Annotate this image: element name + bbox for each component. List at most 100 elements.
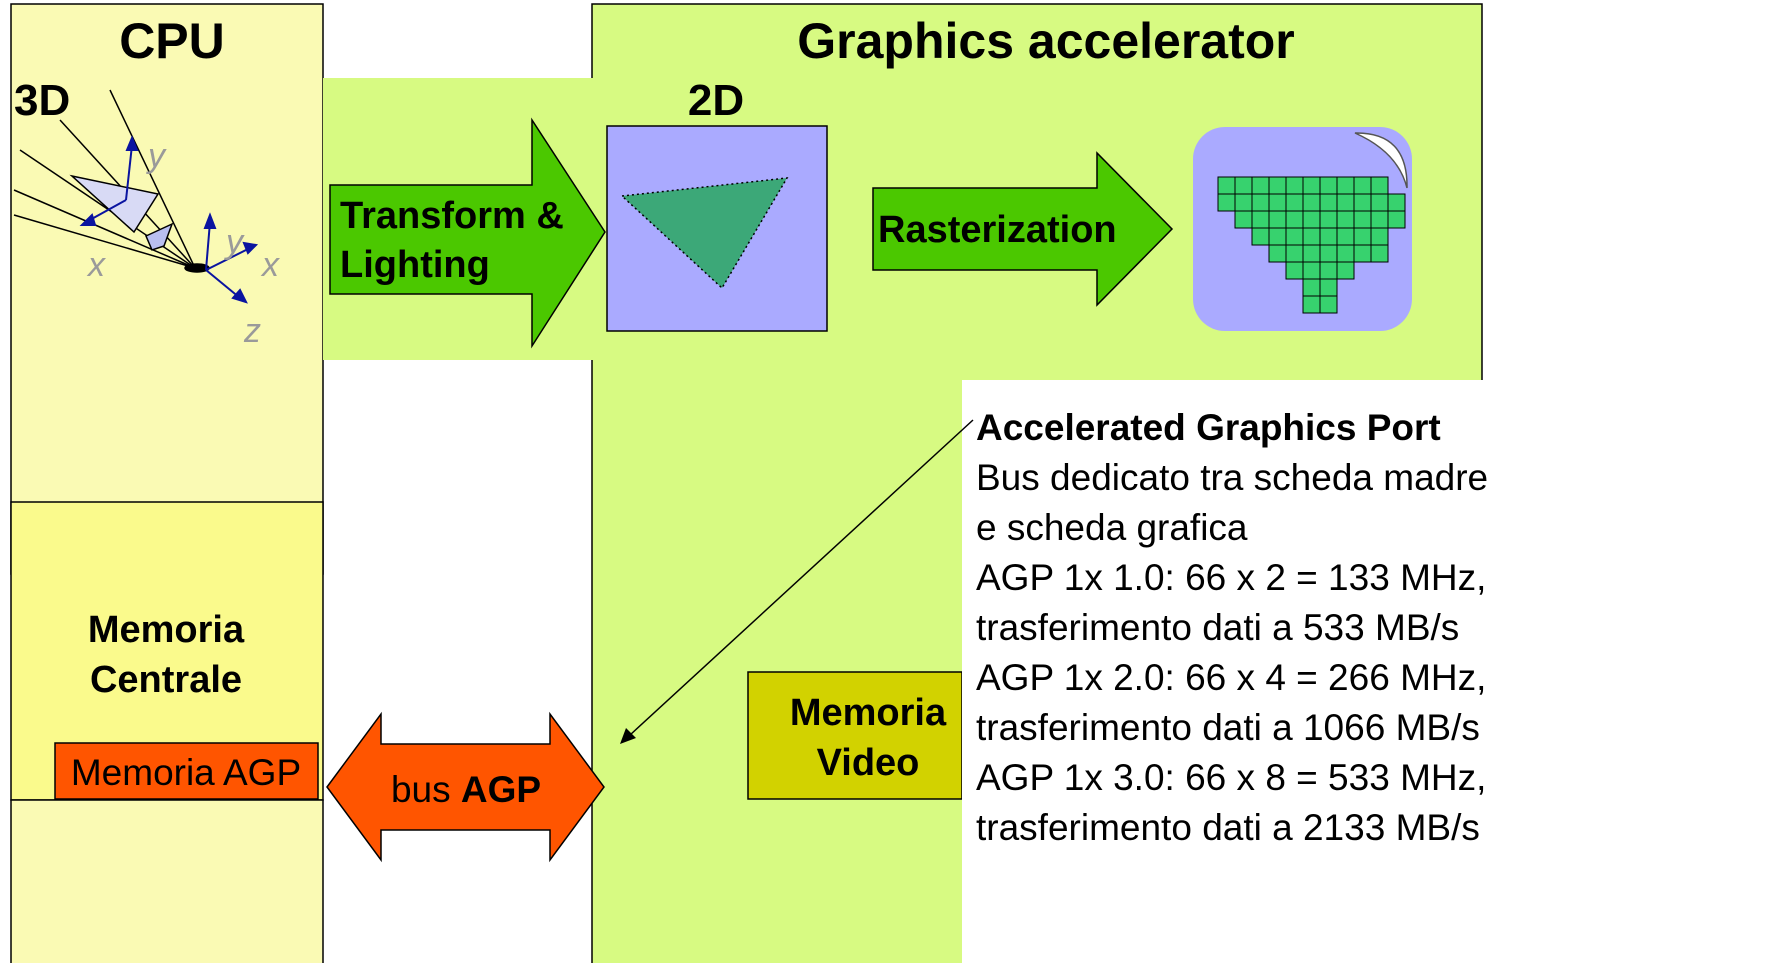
note-line: AGP 1x 2.0: 66 x 4 = 266 MHz, xyxy=(976,657,1486,698)
axis-x-label: x xyxy=(86,246,106,284)
pixel-cell xyxy=(1251,227,1270,246)
pixel-cell xyxy=(1302,295,1321,314)
pixel-cell xyxy=(1319,278,1338,297)
pixel-cell xyxy=(1285,176,1304,195)
axis-arrowhead xyxy=(242,241,259,255)
pixel-cell xyxy=(1268,193,1287,212)
pixel-cell xyxy=(1370,227,1389,246)
axes-world xyxy=(79,135,259,304)
axis-x-label: x xyxy=(260,246,280,284)
pixel-cell xyxy=(1302,278,1321,297)
3d-triangle-near xyxy=(145,222,174,251)
agp-bus-prefix: bus xyxy=(391,769,461,810)
pixel-cell xyxy=(1319,295,1338,314)
rasterization-label: Rasterization xyxy=(878,209,1117,251)
cpu-panel xyxy=(10,3,324,575)
note-box xyxy=(962,392,1773,963)
pixel-cell xyxy=(1302,210,1321,229)
central-memory-label: Centrale xyxy=(90,659,242,701)
axis-y-label: y xyxy=(146,137,167,175)
pixel-cell xyxy=(1319,176,1338,195)
cpu-title: CPU xyxy=(119,13,225,69)
pixel-cell xyxy=(1302,227,1321,246)
video-memory-box xyxy=(747,671,963,800)
pixel-cell xyxy=(1319,261,1338,280)
pixel-cell xyxy=(1285,193,1304,212)
screen-glare xyxy=(1354,132,1408,189)
pixel-cell xyxy=(1353,176,1372,195)
pixel-cell xyxy=(1251,210,1270,229)
video-memory-label: Memoria xyxy=(790,692,947,734)
pixel-cell xyxy=(1234,210,1253,229)
note-title: Accelerated Graphics Port xyxy=(976,407,1441,448)
agp-bus-name: AGP xyxy=(461,769,541,810)
rasterized-pixel-grid xyxy=(1217,176,1406,314)
accelerator-stage-label: 2D xyxy=(688,76,744,125)
pixel-cell xyxy=(1251,193,1270,212)
pixel-cell xyxy=(1336,176,1355,195)
note-line: AGP 1x 1.0: 66 x 2 = 133 MHz, xyxy=(976,557,1486,598)
pixel-cell xyxy=(1353,244,1372,263)
pixel-cell xyxy=(1370,210,1389,229)
agp-bus-arrow xyxy=(326,711,605,863)
pixel-cell xyxy=(1268,244,1287,263)
pixel-cell xyxy=(1302,244,1321,263)
axis-arrowhead xyxy=(125,135,139,151)
note-line: trasferimento dati a 2133 MB/s xyxy=(976,807,1480,848)
agp-memory-box xyxy=(54,742,319,800)
video-memory-label: Video xyxy=(817,742,920,784)
frustum-line xyxy=(109,89,196,269)
pixel-cell xyxy=(1285,210,1304,229)
pixel-cell xyxy=(1234,176,1253,195)
axis-y-label: y xyxy=(224,223,245,261)
axis-arrowhead xyxy=(203,212,217,229)
lighting-label: Lighting xyxy=(340,244,490,286)
axis-arrowhead xyxy=(79,213,97,226)
pixel-cell xyxy=(1302,261,1321,280)
pixel-cell xyxy=(1353,193,1372,212)
note-line: e scheda grafica xyxy=(976,507,1248,548)
pixel-cell xyxy=(1217,193,1236,212)
pixel-cell xyxy=(1336,261,1355,280)
axis-z-label: z xyxy=(243,312,261,350)
pixel-cell xyxy=(1353,210,1372,229)
pixel-cell xyxy=(1234,193,1253,212)
callout-arrowhead xyxy=(620,728,636,744)
pixel-cell xyxy=(1336,244,1355,263)
pixel-cell xyxy=(1387,210,1406,229)
pixel-cell xyxy=(1302,176,1321,195)
pixel-cell xyxy=(1268,176,1287,195)
pixel-cell xyxy=(1319,227,1338,246)
projected-triangle xyxy=(620,177,789,290)
pixel-cell xyxy=(1336,227,1355,246)
frustum-line xyxy=(13,189,196,269)
pixel-cell xyxy=(1268,210,1287,229)
pixel-cell xyxy=(1217,176,1236,195)
pixel-cell xyxy=(1336,210,1355,229)
pixel-cell xyxy=(1285,244,1304,263)
pixel-cell xyxy=(1251,176,1270,195)
axis-arrowhead xyxy=(231,288,248,304)
agp-memory-label: Memoria AGP xyxy=(71,752,301,793)
pixel-cell xyxy=(1387,193,1406,212)
note-line: trasferimento dati a 533 MB/s xyxy=(976,607,1459,648)
callout-line xyxy=(629,419,974,736)
transform-lighting-arrow xyxy=(329,117,606,349)
pixel-cell xyxy=(1370,176,1389,195)
agp-bus-label: bus AGP xyxy=(391,769,541,810)
pixel-cell xyxy=(1353,227,1372,246)
pixel-cell xyxy=(1302,193,1321,212)
note-line: AGP 1x 3.0: 66 x 8 = 533 MHz, xyxy=(976,757,1486,798)
note-line: trasferimento dati a 1066 MB/s xyxy=(976,707,1480,748)
pixel-cell xyxy=(1285,261,1304,280)
note-line: Bus dedicato tra scheda madre xyxy=(976,457,1488,498)
accelerator-title: Graphics accelerator xyxy=(797,13,1295,69)
accelerator-border xyxy=(591,3,1483,963)
pixel-cell xyxy=(1370,244,1389,263)
pixel-cell xyxy=(1268,227,1287,246)
pixel-cell xyxy=(1319,193,1338,212)
pixel-cell xyxy=(1370,193,1389,212)
pixel-cell xyxy=(1336,193,1355,212)
rasterization-arrow xyxy=(872,151,1174,307)
